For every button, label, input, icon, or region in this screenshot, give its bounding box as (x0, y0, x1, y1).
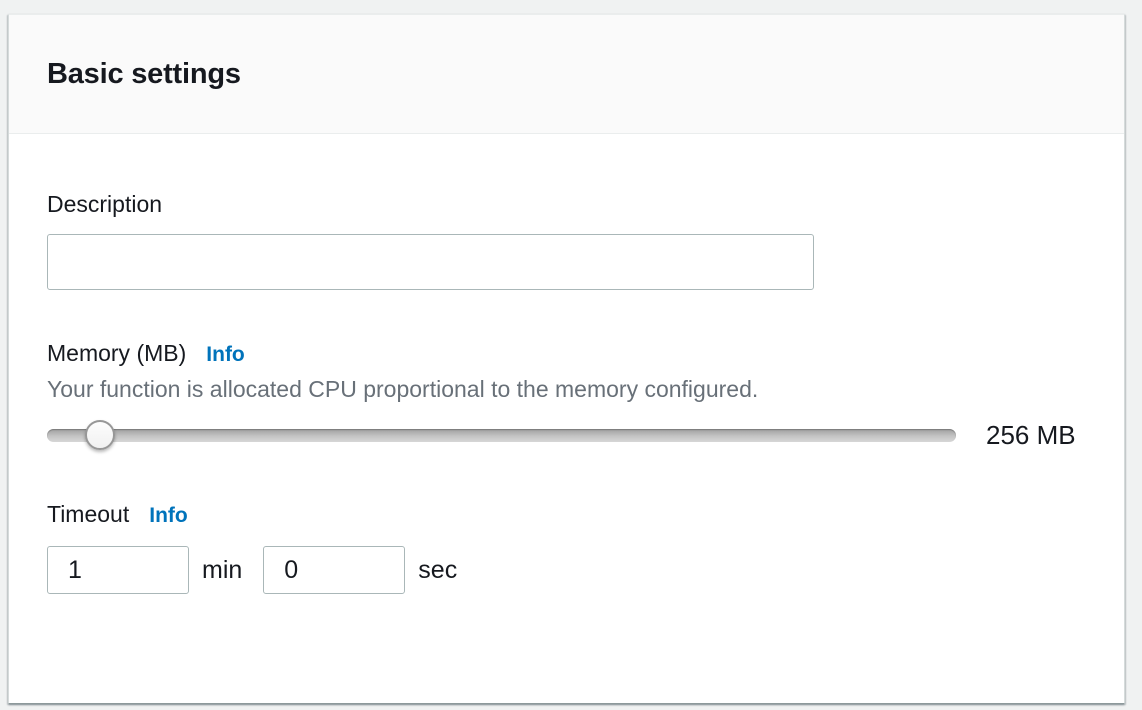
timeout-seconds-input[interactable] (263, 546, 406, 594)
basic-settings-card: Basic settings Description Memory (MB) I… (8, 14, 1125, 704)
card-title: Basic settings (47, 57, 241, 90)
memory-value: 256 MB (986, 419, 1076, 450)
description-input[interactable] (47, 234, 814, 290)
description-label: Description (47, 191, 163, 217)
timeout-minutes-input[interactable] (47, 546, 189, 594)
timeout-minutes-unit: min (202, 555, 243, 584)
timeout-field: Timeout Info min sec (47, 501, 1086, 594)
memory-slider-track[interactable] (47, 429, 956, 442)
description-field: Description (47, 191, 1086, 290)
card-header: Basic settings (9, 15, 1124, 134)
memory-slider[interactable] (47, 419, 956, 451)
memory-label: Memory (MB) (47, 340, 187, 366)
memory-info-link[interactable]: Info (206, 343, 245, 366)
memory-slider-handle[interactable] (84, 420, 115, 450)
card-body: Description Memory (MB) Info Your functi… (9, 191, 1124, 594)
timeout-info-link[interactable]: Info (149, 504, 188, 527)
memory-help-text: Your function is allocated CPU proportio… (47, 376, 759, 402)
memory-field: Memory (MB) Info Your function is alloca… (47, 340, 1086, 451)
timeout-seconds-unit: sec (418, 555, 458, 584)
timeout-label: Timeout (47, 501, 130, 527)
